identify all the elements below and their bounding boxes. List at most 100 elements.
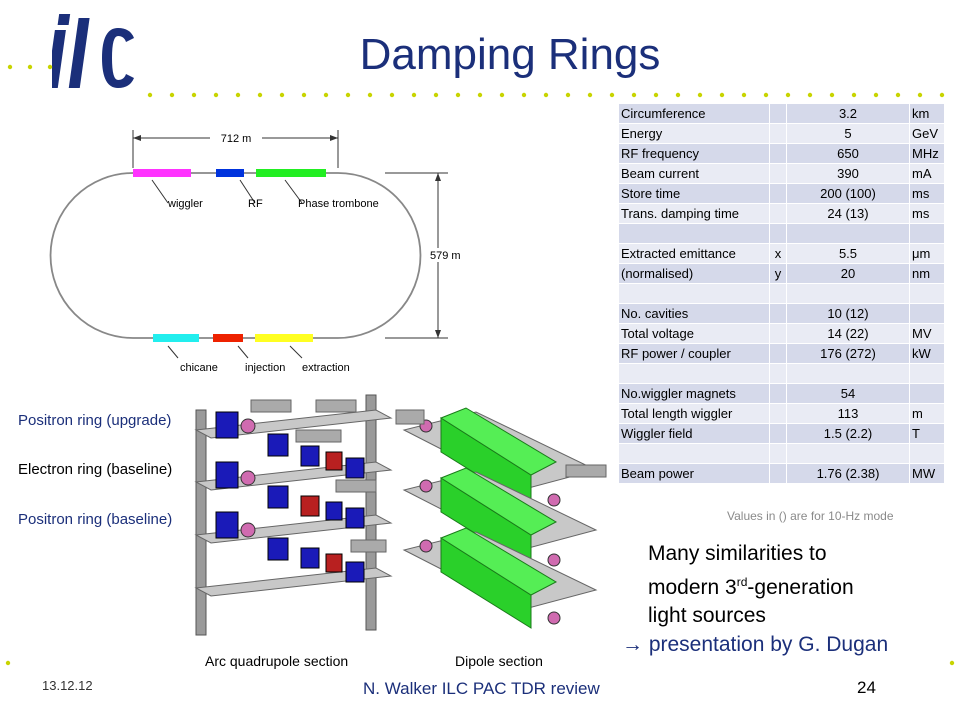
chicane-segment: [153, 334, 199, 342]
ring-racetrack: [49, 172, 422, 339]
table-cell: T: [909, 423, 945, 444]
table-cell: [769, 303, 787, 324]
table-cell: [769, 443, 787, 464]
table-cell: [786, 443, 910, 464]
table-cell: 24 (13): [786, 203, 910, 224]
table-cell: Energy: [618, 123, 770, 144]
table-cell: [909, 443, 945, 464]
table-cell: 5.5: [786, 243, 910, 264]
table-cell: [618, 443, 770, 464]
footer-title: N. Walker ILC PAC TDR review: [363, 679, 600, 698]
table-cell: [769, 343, 787, 364]
table-cell: [618, 283, 770, 304]
top-dimension-label: 712 m: [221, 133, 252, 145]
table-cell: [786, 283, 910, 304]
table-cell: Total voltage: [618, 323, 770, 344]
chicane-label: chicane: [180, 362, 218, 374]
summary-line-1: Many similarities to: [648, 542, 827, 565]
table-cell: Beam power: [618, 463, 770, 484]
table-cell: km: [909, 103, 945, 124]
table-cell: μm: [909, 243, 945, 264]
table-cell: y: [769, 263, 787, 284]
table-cell: 1.5 (2.2): [786, 423, 910, 444]
table-cell: Store time: [618, 183, 770, 204]
table-cell: 3.2: [786, 103, 910, 124]
table-cell: No. cavities: [618, 303, 770, 324]
table-cell: MV: [909, 323, 945, 344]
wiggler-label: wiggler: [167, 198, 203, 210]
table-cell: 14 (22): [786, 323, 910, 344]
table-cell: [769, 423, 787, 444]
decorative-dot-line-bottom: [5, 660, 955, 666]
table-cell: kW: [909, 343, 945, 364]
table-cell: 390: [786, 163, 910, 184]
ilc-logo: [52, 14, 134, 88]
label-positron-baseline: Positron ring (baseline): [18, 511, 173, 528]
table-cell: x: [769, 243, 787, 264]
damping-ring-diagram: 712 m 579 m wiggler RF Phase trombone ch…: [49, 130, 468, 374]
table-cell: [909, 303, 945, 324]
table-cell: ms: [909, 183, 945, 204]
table-cell: [769, 223, 787, 244]
table-row: [618, 283, 945, 304]
table-cell: [909, 223, 945, 244]
table-cell: [769, 403, 787, 424]
table-cell: RF frequency: [618, 143, 770, 164]
label-electron-baseline: Electron ring (baseline): [18, 461, 173, 478]
table-cell: 650: [786, 143, 910, 164]
phase-trombone-segment: [256, 169, 326, 177]
table-cell: No.wiggler magnets: [618, 383, 770, 404]
table-row: Store time 200 (100)ms: [618, 183, 945, 204]
page-number: 24: [857, 678, 876, 697]
arc-quadrupole-assembly: [194, 394, 393, 636]
table-cell: MW: [909, 463, 945, 484]
table-cell: [786, 223, 910, 244]
table-cell: m: [909, 403, 945, 424]
table-row: Total voltage 14 (22)MV: [618, 323, 945, 344]
table-cell: 113: [786, 403, 910, 424]
table-cell: [769, 183, 787, 204]
table-row: [618, 223, 945, 244]
table-cell: 200 (100): [786, 183, 910, 204]
table-cell: [618, 223, 770, 244]
table-cell: Circumference: [618, 103, 770, 124]
table-cell: Trans. damping time: [618, 203, 770, 224]
table-cell: 20: [786, 263, 910, 284]
wiggler-segment: [133, 169, 191, 177]
table-cell: [769, 103, 787, 124]
table-cell: [769, 363, 787, 384]
summary-line-3: light sources: [648, 604, 766, 627]
table-cell: [786, 363, 910, 384]
injection-label: injection: [245, 362, 285, 374]
label-positron-upgrade: Positron ring (upgrade): [18, 412, 172, 429]
table-cell: Beam current: [618, 163, 770, 184]
decorative-dot-line-top: [7, 64, 945, 98]
table-cell: [769, 283, 787, 304]
summary-line-2: modern 3rd-generation: [648, 575, 854, 599]
extraction-label: extraction: [302, 362, 350, 374]
phase-trombone-label: Phase trombone: [298, 198, 379, 210]
table-cell: [909, 383, 945, 404]
table-note: Values in () are for 10-Hz mode: [727, 509, 894, 523]
table-cell: [769, 383, 787, 404]
table-cell: [769, 203, 787, 224]
table-cell: [769, 143, 787, 164]
caption-arc-quadrupole: Arc quadrupole section: [205, 653, 349, 669]
presentation-reference: → presentation by G. Dugan: [622, 633, 889, 656]
table-cell: [909, 283, 945, 304]
dipole-assembly: [395, 407, 607, 629]
table-cell: Extracted emittance: [618, 243, 770, 264]
table-cell: MHz: [909, 143, 945, 164]
table-cell: [769, 463, 787, 484]
table-cell: Total length wiggler: [618, 403, 770, 424]
table-cell: [909, 363, 945, 384]
